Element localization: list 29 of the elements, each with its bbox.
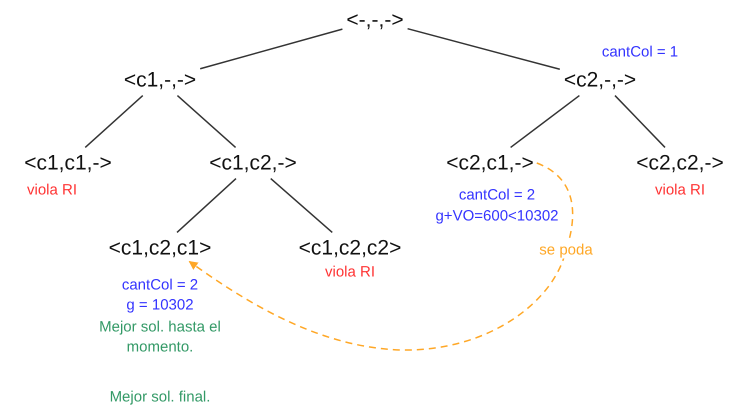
tree-branch-line bbox=[84, 94, 144, 148]
node-annotation: cantCol = 1 bbox=[600, 42, 680, 62]
tree-node-label: <c2,c2,-> bbox=[636, 151, 724, 175]
node-annotation: Mejor sol. final. bbox=[108, 387, 212, 407]
node-annotation: viola RI bbox=[654, 180, 706, 200]
tree-branch-line bbox=[407, 28, 560, 70]
node-annotation: cantCol = 2 bbox=[120, 275, 200, 295]
node-annotation: viola RI bbox=[324, 262, 376, 282]
node-annotation: cantCol = 2 bbox=[458, 185, 536, 205]
tree-branch-line bbox=[200, 28, 343, 70]
tree-node-label: <-,-,-> bbox=[346, 8, 404, 32]
node-annotation: viola RI bbox=[26, 180, 78, 200]
tree-branch-line bbox=[176, 94, 236, 148]
tree-branch-line bbox=[176, 178, 236, 233]
tree-branch-line bbox=[510, 94, 580, 148]
tree-branch-line bbox=[614, 95, 666, 148]
edge-label: se poda bbox=[537, 242, 595, 258]
tree-node-label: <c1,c2,c1> bbox=[108, 236, 212, 260]
node-annotation: Mejor sol. hasta el momento. bbox=[98, 318, 222, 356]
tree-node-label: <c1,c2,c2> bbox=[298, 236, 402, 260]
tree-node-label: <c1,c2,-> bbox=[209, 151, 297, 175]
dashed-arrow bbox=[188, 162, 574, 351]
tree-node-label: <c1,-,-> bbox=[124, 68, 196, 92]
tree-node-label: <c1,c1,-> bbox=[24, 151, 112, 175]
node-annotation: g = 10302 bbox=[125, 295, 195, 315]
tree-branch-line bbox=[270, 178, 333, 234]
node-annotation: g+VO=600<10302 bbox=[434, 206, 560, 226]
tree-node-label: <c2,c1,-> bbox=[446, 151, 534, 175]
tree-node-label: <c2,-,-> bbox=[564, 68, 636, 92]
